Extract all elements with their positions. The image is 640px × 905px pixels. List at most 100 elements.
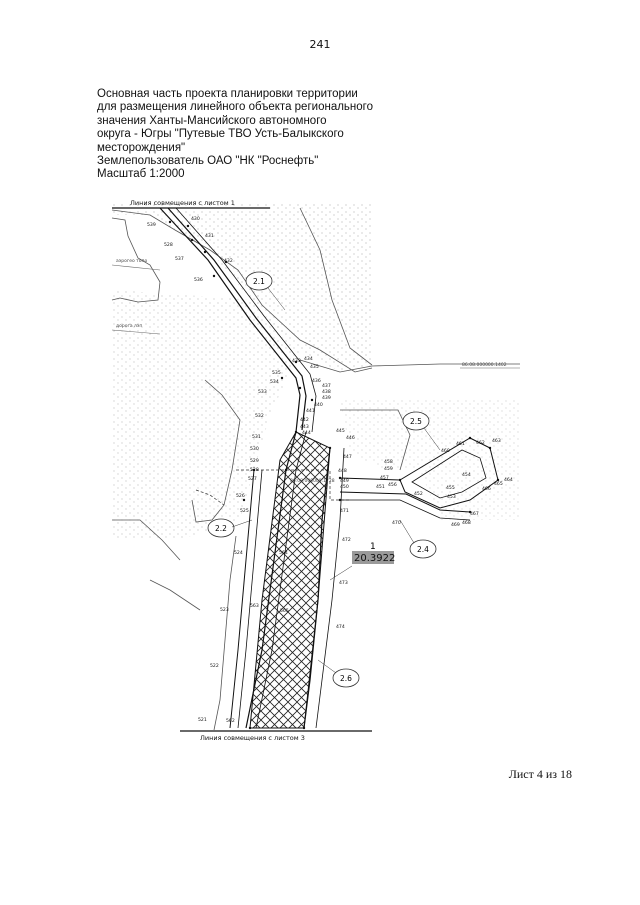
title-line: месторождения" [97,141,186,154]
point-label: 464 [504,477,513,483]
point-label: 528 [164,242,173,248]
point-label: 435 [310,364,319,370]
land-user-line: Землепользователь ОАО "НК "Роснефть" [97,155,319,168]
point-label: 469 [451,522,460,528]
point-label: 432 [224,258,233,264]
small-label: дорога лэп [116,324,142,329]
point-label: 536 [194,277,203,283]
parcel-number: 1 [370,542,376,552]
route-lines [159,207,345,729]
point-label: 457 [380,475,389,481]
point-label: 433 [292,358,301,364]
section-label: 2.1 [253,277,265,286]
title-line: для размещения линейного объекта региона… [97,101,373,114]
point-label: 523 [220,607,229,613]
point-label: 444 [302,430,311,436]
hatched-corridor [249,431,331,729]
point-label: 462 [476,440,485,446]
point-label: 448 [338,468,347,474]
point-label: 439 [322,395,331,401]
point-label: 525 [240,508,249,514]
point-label: 430 [191,216,200,222]
match-line-top-label: Линия совмещения с листом 1 [130,199,235,207]
point-label: 534 [270,379,279,385]
point-label: 443 [300,424,309,430]
point-label: 442 [300,417,309,423]
point-label: 440 [314,402,323,408]
point-label: 466 [482,486,491,492]
point-label: 526 [236,493,245,499]
title-block: Основная часть проекта планировки террит… [97,88,417,182]
point-label: 463 [492,438,501,444]
section-marker [332,668,360,688]
point-label: 535 [272,370,281,376]
point-label: 521 [198,717,207,723]
utility-lines [111,264,520,369]
point-label: 447 [343,454,352,460]
point-label: 565 [280,608,289,614]
point-label: 472 [342,537,351,543]
title-line: значения Ханты-Мансийского автономного [97,114,327,127]
page-number: 241 [309,38,331,51]
section-marker [402,411,430,431]
vertex-points [168,220,500,730]
point-label: 528 [250,467,259,473]
sheet-footer: Лист 4 из 18 [508,767,572,781]
point-label: 437 [322,383,331,389]
point-label: 452 [414,491,423,497]
parcel-label: 1 20.3922 [329,542,395,581]
terrain-outlines [111,207,520,731]
point-label: 460 [441,448,450,454]
point-label: 451 [376,484,385,490]
point-label: 446 [346,435,355,441]
point-label: 465 [494,481,503,487]
point-label: 563 [250,603,259,609]
point-label: 474 [336,624,345,630]
section-marker [409,539,437,559]
point-label: 530 [250,446,259,452]
section-label: 2.4 [417,545,429,554]
cadastral-label: 86:08:000000:1402 [462,362,507,368]
title-line: Основная часть проекта планировки террит… [97,88,358,100]
point-label: 450 [340,484,349,490]
point-label: 445 [336,428,345,434]
point-label: 458 [384,459,393,465]
point-label: 434 [304,356,313,362]
point-label: 473 [339,580,348,586]
point-label: 468 [462,520,471,526]
scale-line: Масштаб 1:2000 [97,168,185,181]
point-label: 449 [340,478,349,484]
point-label: 454 [462,472,471,478]
point-label: 524 [234,550,243,556]
small-label: аэрогео топо [116,259,147,264]
point-label: 531 [252,434,261,440]
section-marker [207,518,235,538]
title-line: округа - Югры "Путевые ТВО Усть-Балыкско… [97,128,344,141]
point-label: 436 [312,378,321,384]
point-label: 470 [392,520,401,526]
point-label: 537 [175,256,184,262]
point-label: 461 [456,441,465,447]
point-label: 539 [147,222,156,228]
section-marker [245,271,273,291]
point-label: 564 [279,550,288,556]
parcel-area: 20.3922 [354,553,395,564]
point-label: 441 [306,408,315,414]
section-label: 2.5 [410,417,422,426]
point-label: 471 [340,508,349,514]
point-labels: 539 430 431 528 537 432 536 433 434 435 … [147,216,513,724]
section-label: 2.6 [340,674,352,683]
point-label: 456 [388,482,397,488]
point-label: 438 [322,389,331,395]
point-label: 431 [205,233,214,239]
point-label: 532 [255,413,264,419]
point-label: 459 [384,466,393,472]
point-label: 467 [470,511,479,517]
point-label: 529 [250,458,259,464]
section-label: 2.2 [215,524,227,533]
point-label: 527 [248,476,257,482]
point-label: 533 [258,389,267,395]
point-label: 455 [446,485,455,491]
section-markers: 2.1 2.2 2.4 2.5 2.6 [207,271,441,688]
